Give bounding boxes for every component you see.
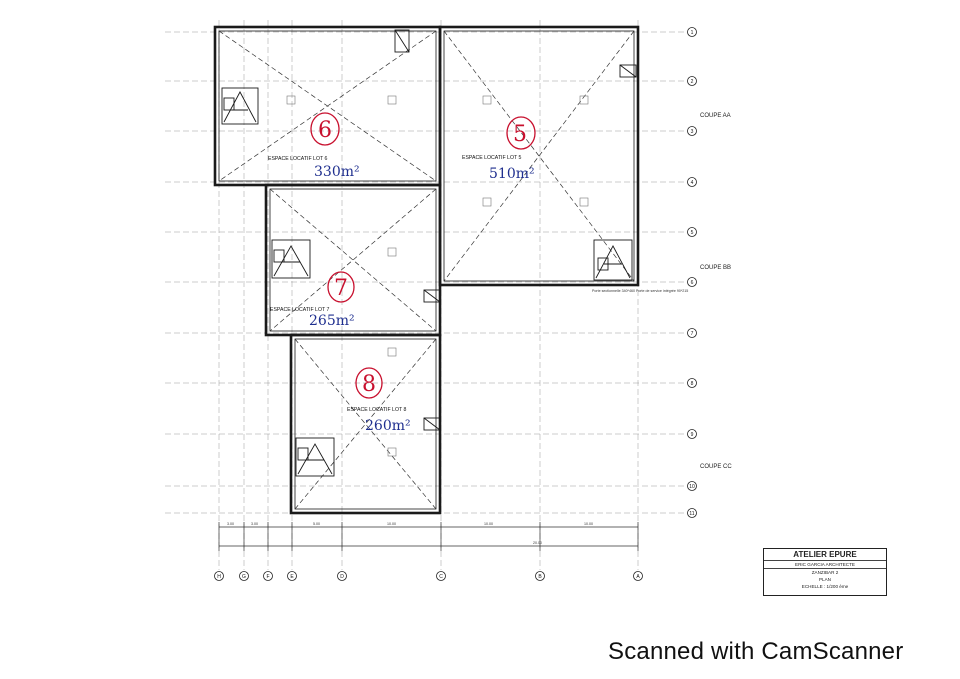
row-label: 2	[691, 79, 694, 85]
section-label-cc: COUPE CC	[700, 464, 732, 470]
row-grid-bubbles: 1 2 3 4 5 6 7 8 9 10 11	[687, 27, 697, 518]
row-bubble	[687, 126, 697, 136]
column-label: H	[217, 574, 221, 580]
column-bubble	[263, 571, 273, 581]
row-bubble	[687, 277, 697, 287]
row-label: 1	[691, 30, 694, 36]
column-bubble	[337, 571, 347, 581]
column-bubble	[633, 571, 643, 581]
lot-7-area: 265m²	[309, 313, 355, 329]
sectional-door-icon	[295, 437, 335, 477]
lot-7-number: 7	[334, 276, 348, 301]
lot-6-number: 6	[318, 118, 332, 143]
service-door-icon	[619, 64, 637, 78]
project-name: ZANZIBAR 2	[811, 570, 839, 575]
column-label: A	[636, 574, 640, 580]
firm-name: ATELIER EPURE	[764, 549, 886, 561]
column-label: F	[266, 574, 269, 580]
architect-name: ERIC GARCIA ARCHITECTE	[764, 561, 886, 569]
dimension-lines	[218, 522, 639, 551]
sectional-door-icon	[593, 239, 633, 281]
lot-5-outline	[438, 25, 640, 287]
row-label: 9	[691, 432, 694, 438]
row-bubble	[687, 481, 697, 491]
sheet-name: PLAN	[818, 577, 831, 582]
lot-6-label: ESPACE LOCATIF LOT 6	[268, 156, 327, 162]
column-label: G	[242, 574, 246, 580]
building-walls	[213, 25, 640, 515]
door-note: Porte sectionnelle 340*460 Porte de serv…	[592, 289, 688, 293]
row-label: 4	[691, 180, 694, 186]
service-door-icon	[423, 417, 441, 431]
row-bubble	[687, 76, 697, 86]
row-bubble	[687, 328, 697, 338]
column-bubble	[535, 571, 545, 581]
column-label: D	[340, 574, 344, 580]
svg-text:10.00: 10.00	[387, 522, 396, 526]
row-label: 5	[691, 230, 694, 236]
light-fixtures	[286, 95, 589, 457]
lot-7-label: ESPACE LOCATIF LOT 7	[270, 307, 329, 313]
column-label: E	[290, 574, 294, 580]
row-label: 7	[691, 331, 694, 337]
row-label: 11	[689, 511, 694, 517]
column-bubble	[436, 571, 446, 581]
sectional-door-icon	[221, 87, 259, 125]
dimension-values: 3.00 3.00 5.00 10.00 10.00 10.00 20.00	[227, 522, 593, 545]
row-bubble	[687, 177, 697, 187]
svg-text:10.00: 10.00	[484, 522, 493, 526]
sectional-door-icon	[271, 239, 311, 279]
column-label: C	[439, 574, 443, 580]
lot-5-area: 510m²	[489, 166, 535, 182]
column-label: B	[538, 574, 542, 580]
lot-5-number: 5	[513, 122, 527, 147]
lot-8-number: 8	[362, 372, 376, 397]
service-door-icon	[423, 289, 441, 303]
row-bubble	[687, 27, 697, 37]
svg-text:5.00: 5.00	[313, 522, 320, 526]
row-bubble	[687, 378, 697, 388]
lot-6-area: 330m²	[314, 164, 360, 180]
row-bubble	[687, 508, 697, 518]
row-bubble	[687, 227, 697, 237]
column-bubble	[287, 571, 297, 581]
row-bubble	[687, 429, 697, 439]
scanner-watermark: Scanned with CamScanner	[608, 638, 904, 665]
column-bubble	[239, 571, 249, 581]
row-label: 6	[691, 280, 694, 286]
lot-5-label: ESPACE LOCATIF LOT 5	[462, 155, 521, 161]
row-label: 8	[691, 381, 694, 387]
lot-8-label: ESPACE LOCATIF LOT 8	[347, 407, 406, 413]
scale-text: ECHELLE : 1/200 ème	[801, 584, 849, 589]
section-label-aa: COUPE AA	[700, 113, 731, 119]
svg-text:20.00: 20.00	[533, 541, 542, 545]
handwritten-annotations: 6 330m² 5 510m² 7 265m² 8 260m²	[309, 112, 536, 434]
service-door-icon	[394, 29, 410, 53]
svg-text:3.00: 3.00	[251, 522, 258, 526]
lot-8-area: 260m²	[365, 418, 411, 434]
row-label: 10	[689, 484, 695, 490]
row-label: 3	[691, 129, 694, 135]
door-symbols	[221, 29, 637, 477]
column-bubble	[214, 571, 224, 581]
title-block: ATELIER EPURE ERIC GARCIA ARCHITECTE ZAN…	[763, 548, 887, 596]
svg-text:10.00: 10.00	[584, 522, 593, 526]
section-label-bb: COUPE BB	[700, 265, 731, 271]
grid-lines	[165, 20, 688, 570]
roof-diagonals	[218, 30, 635, 510]
svg-text:3.00: 3.00	[227, 522, 234, 526]
